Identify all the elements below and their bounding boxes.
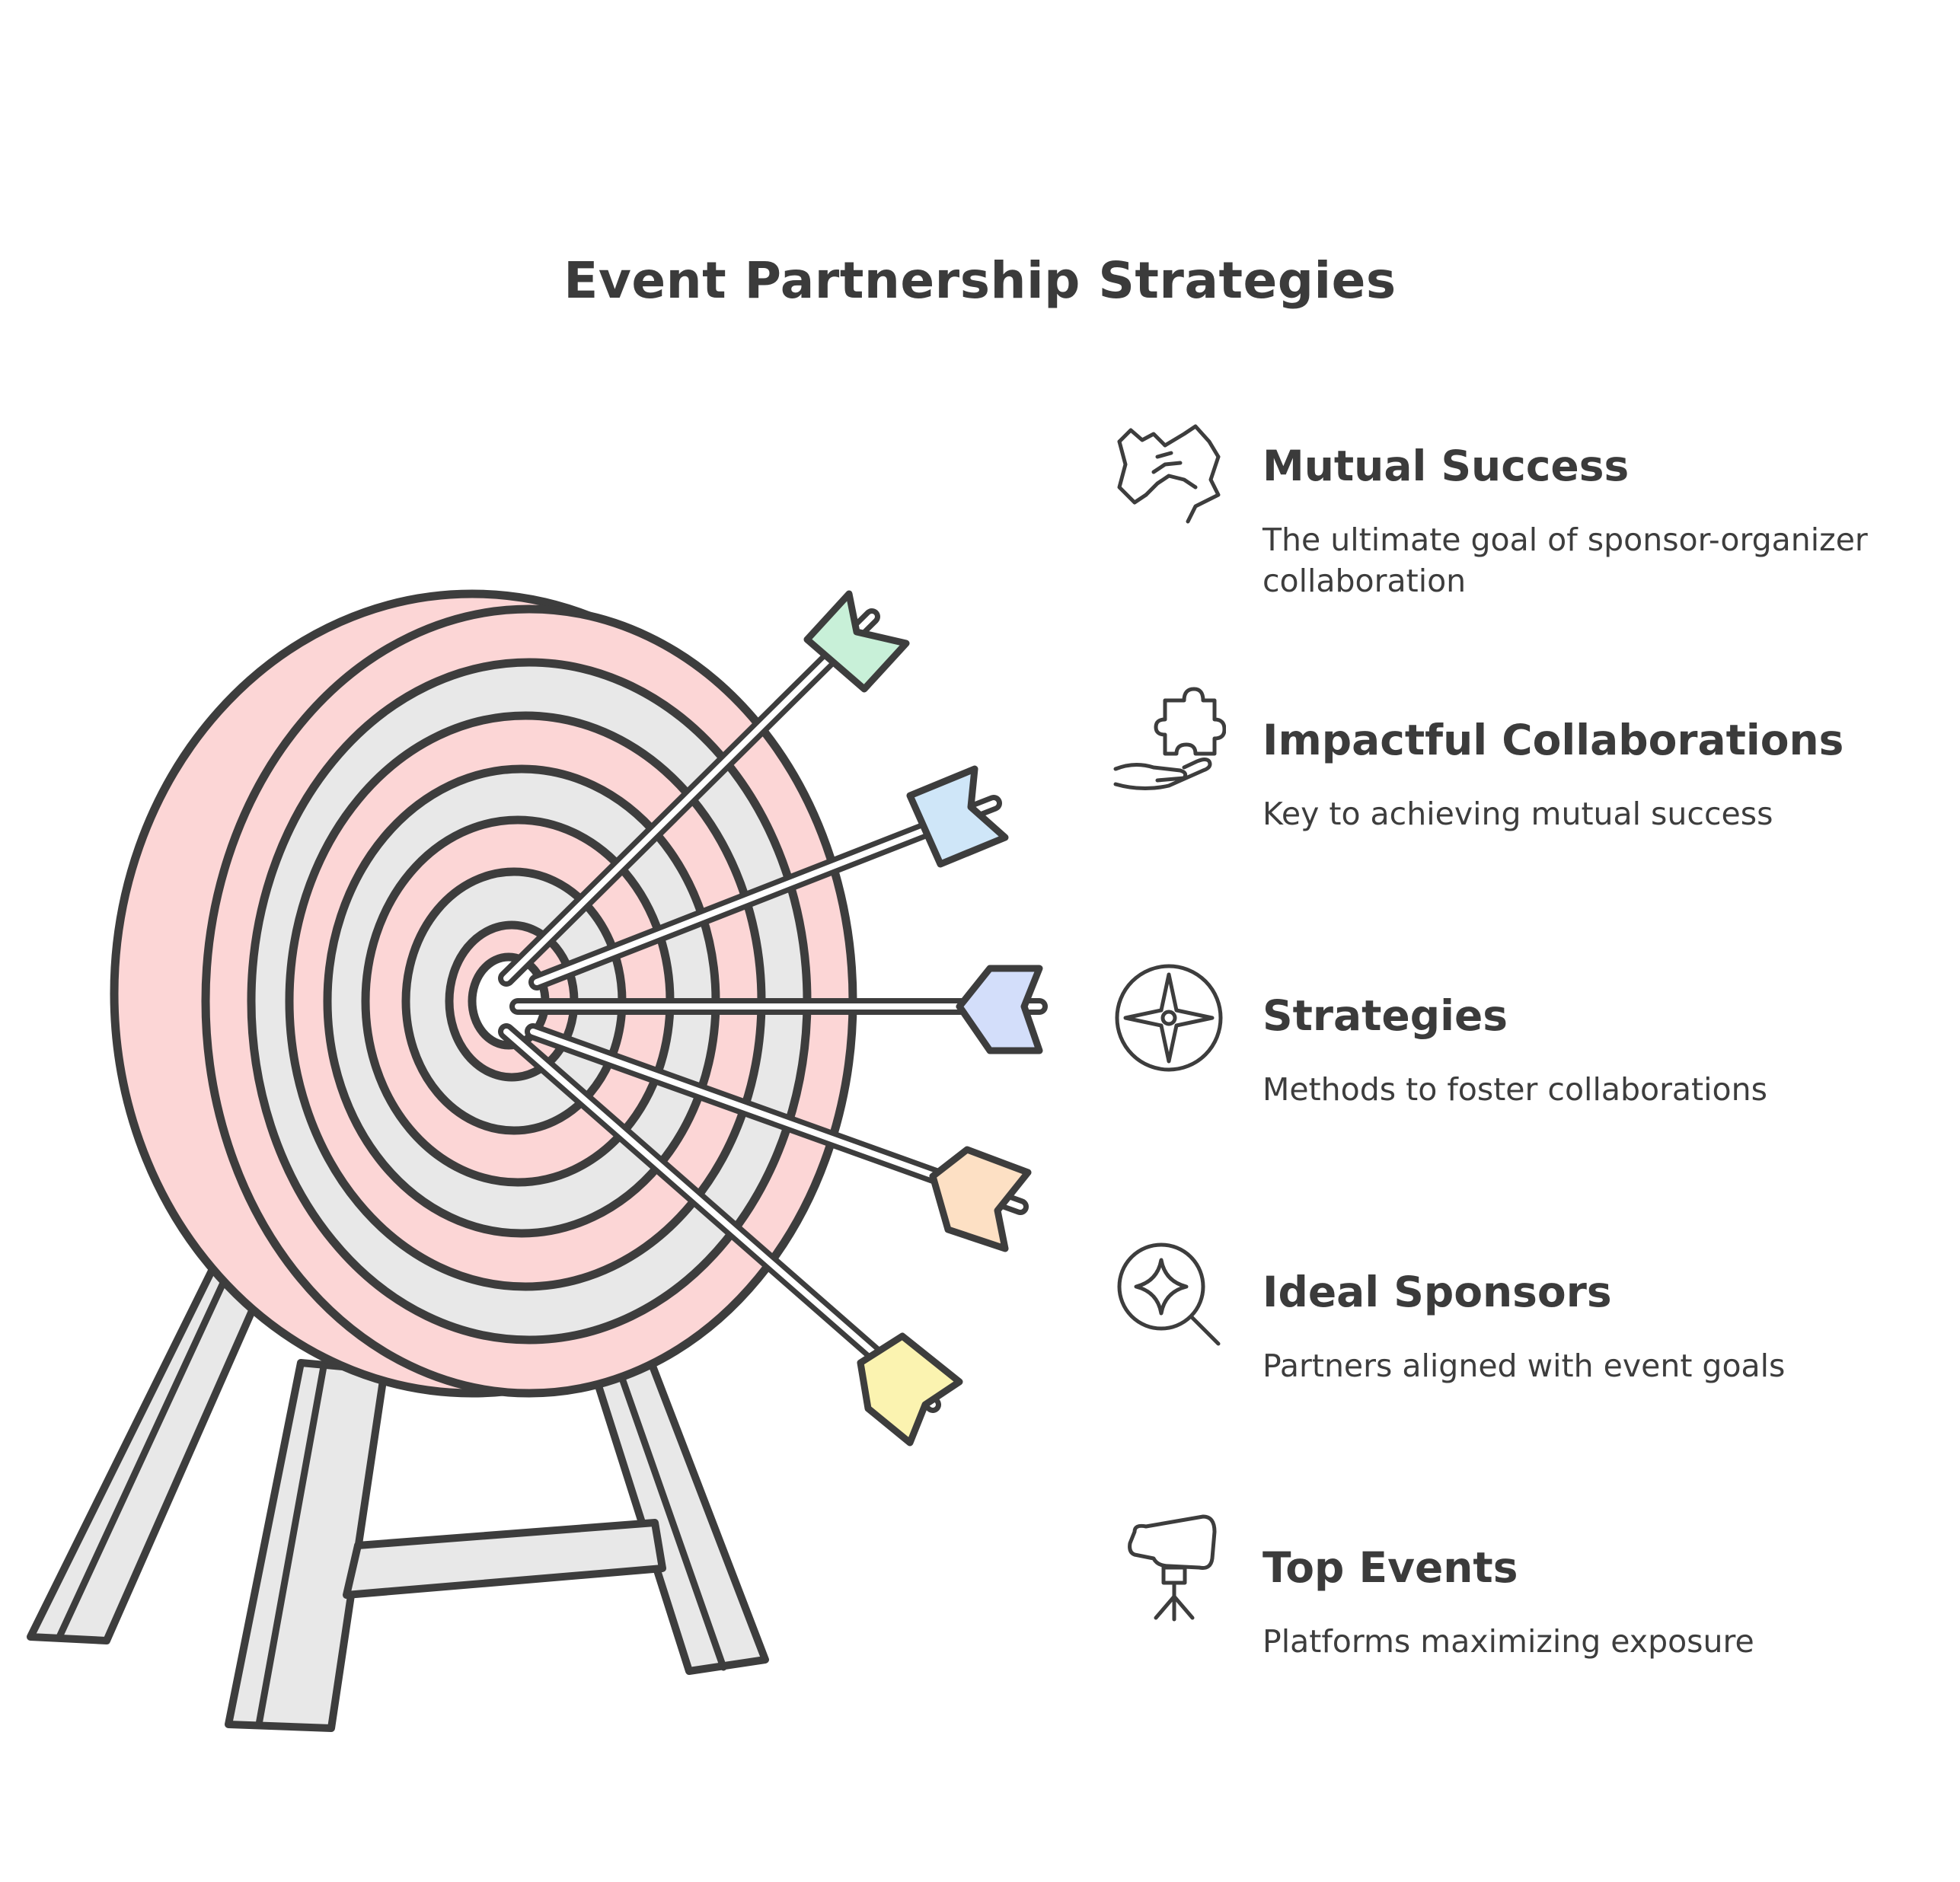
page-title: Event Partnership Strategies [563,251,1397,310]
arrow-blue-fletching [906,765,1009,868]
easel-middle-leg-edge [255,1363,327,1728]
easel-right-leg-edge [605,1338,727,1671]
arrows [498,590,1048,1447]
item-top-events: Top Events Platforms maximizing exposure [1112,1513,1949,1756]
arrow-periwinkle-fletching [956,965,1043,1054]
easel-crossbar [343,1519,666,1599]
camera-tripod-icon [1112,1513,1226,1627]
arrow-orange-fletching [929,1146,1032,1252]
item-mutual-success: Mutual Success The ultimate goal of spon… [1112,411,1949,655]
arrow-yellow [498,1023,963,1447]
item-description: Platforms maximizing exposure [1263,1623,1754,1660]
item-heading: Top Events [1263,1543,1518,1592]
magnifier-sparkle-icon [1112,1237,1226,1351]
item-description: Methods to foster collaborations [1263,1071,1767,1108]
arrow-yellow-fletching [857,1332,963,1447]
item-heading: Ideal Sponsors [1263,1268,1612,1316]
handshake-icon [1112,411,1226,525]
item-heading: Mutual Success [1263,442,1630,490]
arrow-green-fletching [803,590,910,693]
item-heading: Strategies [1263,991,1508,1040]
item-description: Partners aligned with event goals [1263,1348,1786,1384]
item-ideal-sponsors: Ideal Sponsors Partners aligned with eve… [1112,1237,1949,1481]
item-description: Key to achieving mutual success [1263,796,1773,832]
item-heading: Impactful Collaborations [1263,716,1844,764]
item-impactful-collaborations: Impactful Collaborations Key to achievin… [1112,685,1949,929]
arrow-blue [528,765,1009,990]
item-description: The ultimate goal of sponsor-organizer c… [1263,522,1868,599]
arrow-green [498,590,910,987]
puzzle-hand-icon [1112,685,1227,799]
arrow-periwinkle [509,965,1048,1054]
easel-left-leg-edge [56,1268,232,1641]
arrow-orange [525,1023,1032,1252]
easel-stand [27,1256,769,1732]
item-strategies: Strategies Methods to foster collaborati… [1112,961,1949,1204]
compass-icon [1112,961,1226,1075]
